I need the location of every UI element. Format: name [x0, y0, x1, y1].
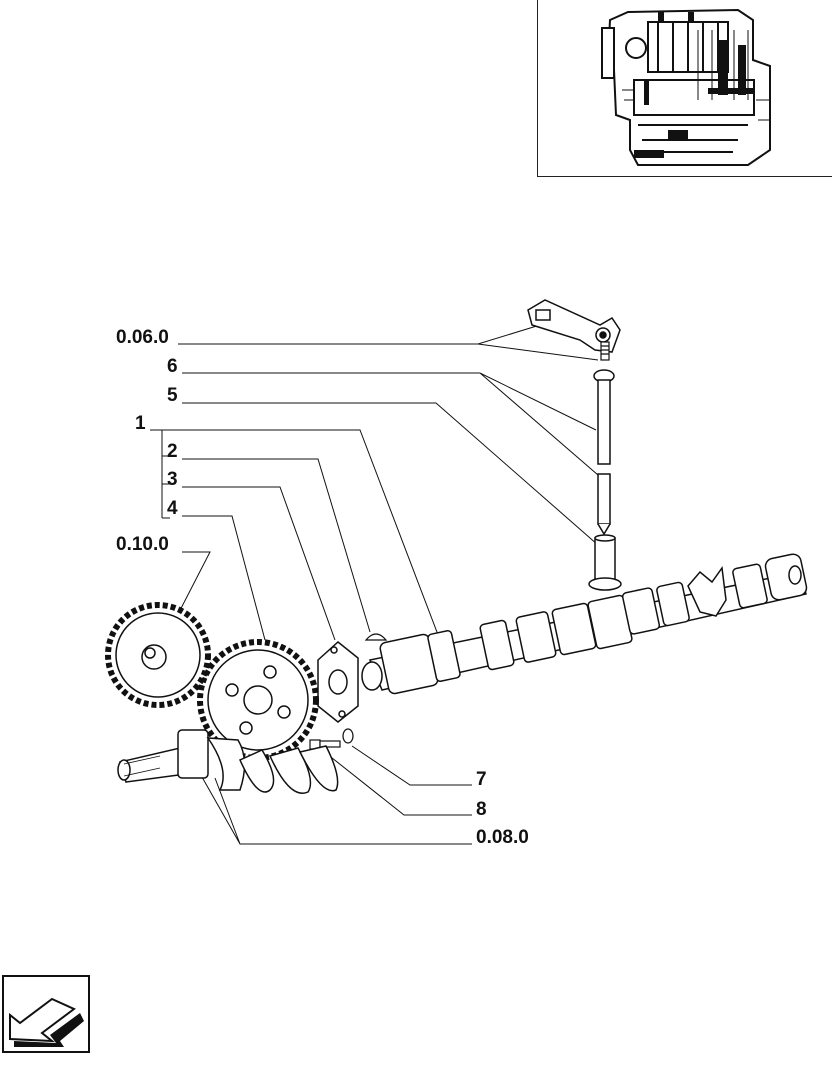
washer: [342, 728, 354, 744]
idler-gear: [105, 602, 211, 708]
leader-4: [182, 515, 266, 641]
back-navigation-button[interactable]: [2, 975, 90, 1053]
arrow-back-icon: [9, 997, 84, 1047]
engine-thumbnail-frame: [537, 0, 832, 177]
callout-3: 3: [167, 469, 178, 490]
leader-6: [182, 372, 599, 476]
leader-7: [351, 745, 472, 786]
callout-0-10-0: 0.10.0: [116, 534, 169, 555]
callout-1: 1: [135, 413, 146, 434]
callout-7: 7: [476, 769, 487, 790]
woodruff-key: [364, 633, 388, 641]
callout-6: 6: [167, 356, 178, 377]
leader-8: [321, 749, 472, 816]
engine-cutaway-thumbnail-icon: [601, 8, 771, 166]
camshaft-gear: [197, 639, 319, 761]
leader-5: [182, 402, 599, 546]
thrust-plate: [317, 641, 359, 723]
adjusting-screw: [600, 341, 610, 361]
leader-0060: [178, 324, 599, 361]
callout-0-06-0: 0.06.0: [116, 327, 169, 348]
rocker-arm: [527, 299, 621, 353]
leader-2: [182, 458, 371, 633]
leader-1: [150, 429, 441, 641]
callout-2: 2: [167, 441, 178, 462]
tappet: [588, 534, 622, 591]
callout-8: 8: [476, 799, 487, 820]
leader-1-bracket: [161, 430, 170, 519]
crankshaft: [117, 729, 339, 794]
camshaft: [361, 553, 808, 695]
callout-4: 4: [167, 498, 178, 519]
leader-lines: [150, 324, 599, 845]
callout-5: 5: [167, 385, 178, 406]
leader-3: [182, 486, 336, 641]
leader-0080: [197, 769, 472, 845]
callout-0-08-0: 0.08.0: [476, 827, 529, 848]
leader-0100: [174, 551, 211, 621]
push-rod: [593, 369, 615, 536]
